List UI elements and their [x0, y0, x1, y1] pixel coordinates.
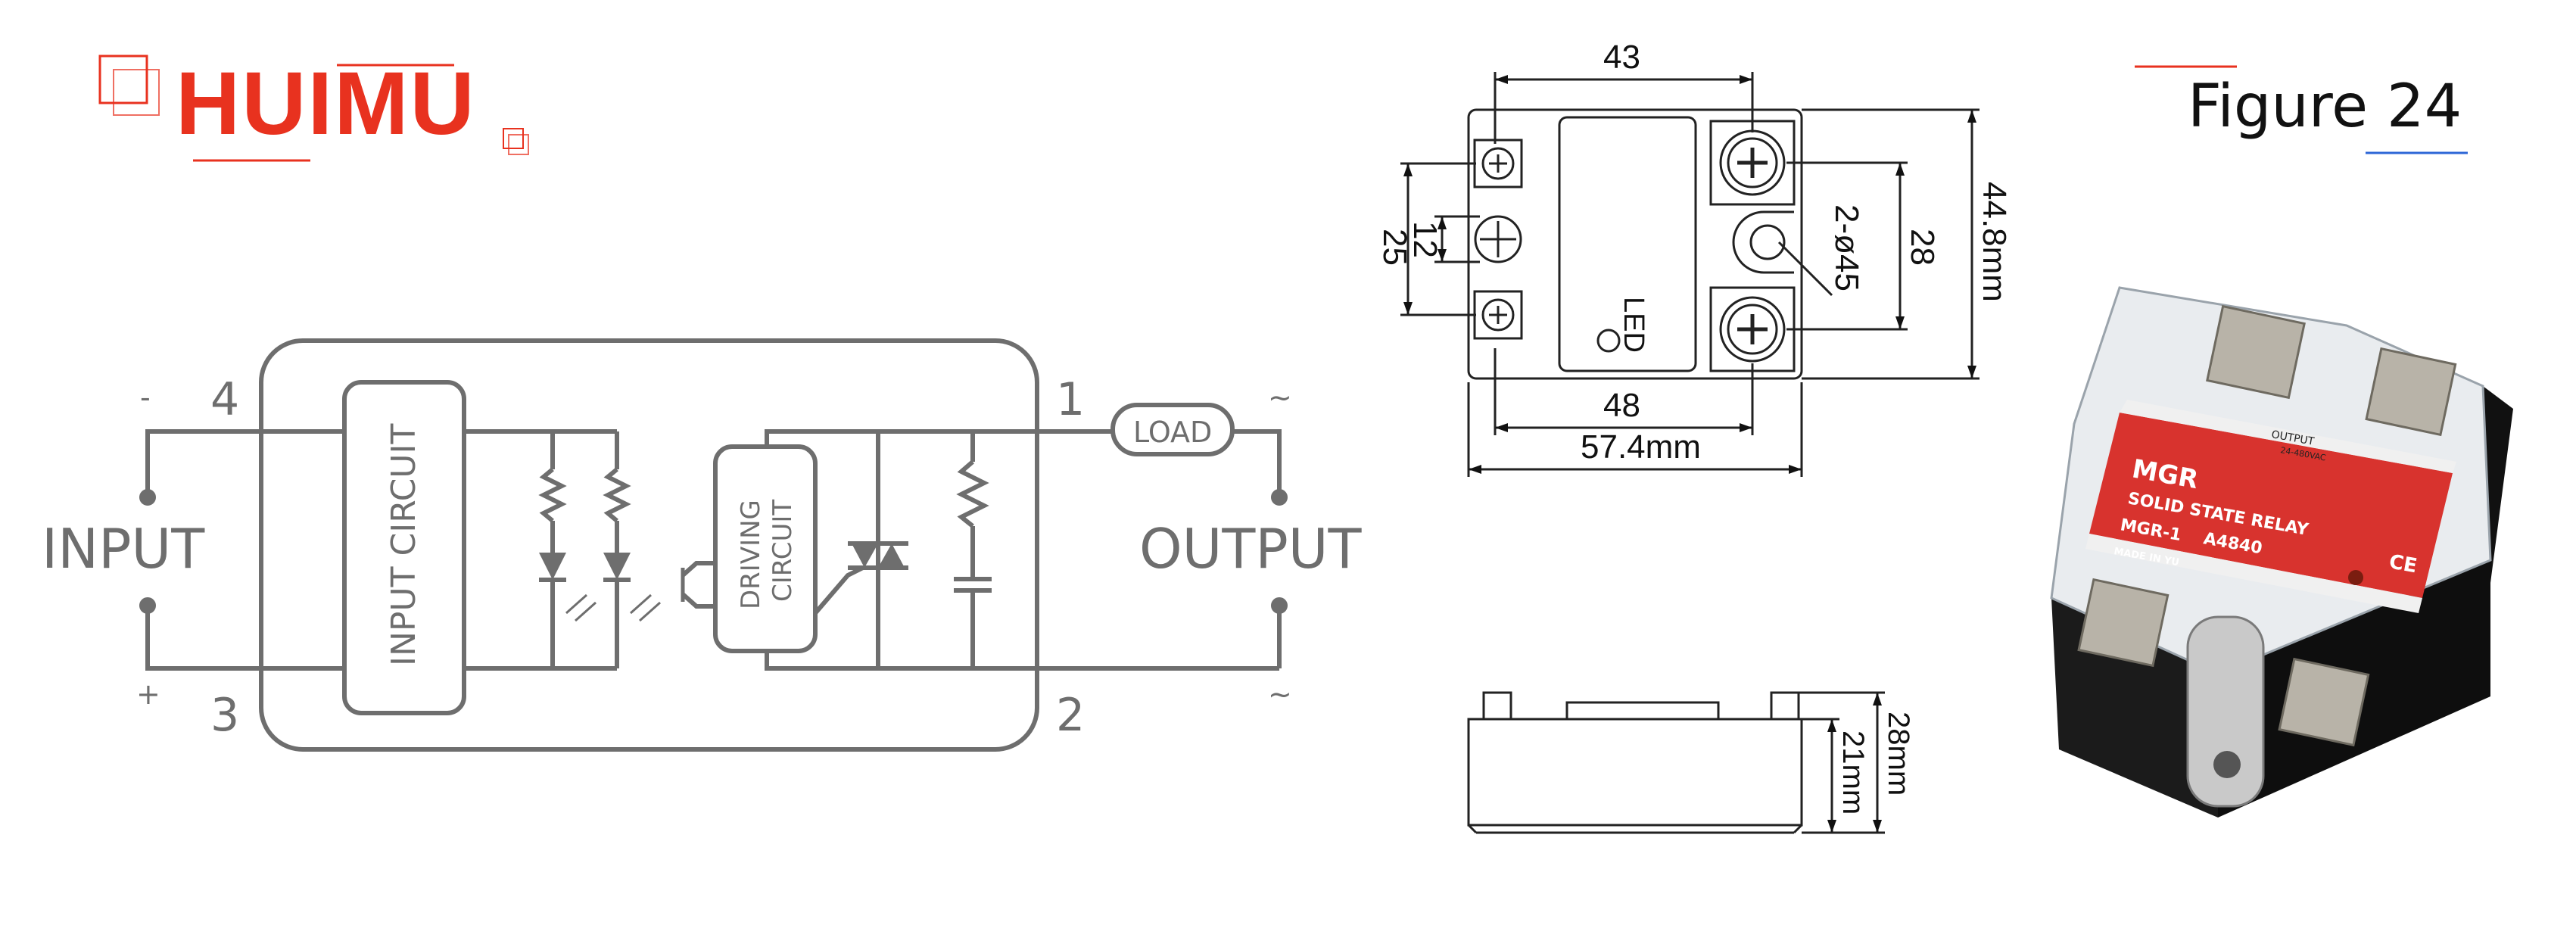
hole-spec: 2-ø45 [1828, 204, 1865, 291]
dim-21mm: 21mm [1836, 730, 1870, 815]
side-view-drawing: 21mm 28mm [1467, 691, 1915, 834]
ac-bottom: ~ [1268, 677, 1292, 711]
polarity-minus: - [140, 381, 151, 414]
title-accent-lines [2135, 65, 2468, 154]
input-circuit-block [342, 380, 466, 715]
photo-ce: CE [2388, 550, 2419, 578]
dim-44-8: 44.8mm [1976, 182, 2013, 302]
side-body-outline [1467, 718, 1803, 827]
driving-circuit-label-1: DRIVING [736, 500, 766, 609]
terminal-2: 2 [1056, 689, 1085, 742]
driving-circuit-label-2: CIRCUIT [768, 500, 798, 602]
relay-housing [259, 338, 1039, 752]
terminal-3: 3 [210, 689, 239, 742]
output-label: OUTPUT [1139, 517, 1362, 581]
ssr-schematic: INPUT OUTPUT INPUT CIRCUIT DRIVING CIRCU… [42, 338, 1362, 752]
dim-25: 25 [1376, 229, 1413, 266]
load-label: LOAD [1133, 416, 1212, 449]
led-label: LED [1618, 297, 1649, 353]
polarity-plus: + [136, 677, 160, 711]
figure-title: Figure 24 [2188, 73, 2462, 141]
dim-48: 48 [1603, 387, 1640, 424]
logo-text: HUIMU [176, 54, 476, 154]
brand-logo [0, 0, 575, 174]
input-label: INPUT [42, 517, 205, 581]
ac-top: ~ [1268, 381, 1292, 414]
terminal-1: 1 [1056, 373, 1085, 426]
dim-28mm: 28mm [1882, 712, 1915, 796]
input-circuit-label: INPUT CIRCUIT [385, 424, 423, 666]
logo-squares-icon [98, 55, 529, 162]
terminal-4: 4 [210, 373, 239, 426]
dim-28: 28 [1904, 229, 1941, 266]
dim-43: 43 [1603, 39, 1640, 76]
dim-57-4: 57.4mm [1581, 428, 1701, 466]
dim-12: 12 [1406, 221, 1444, 258]
relay-body-outline [1467, 108, 1803, 380]
product-photo: MGR SOLID STATE RELAY MGR-1 A4840 MADE I… [2050, 286, 2513, 818]
top-view-drawing: 43 48 57.4mm 25 12 2-ø45 28 44.8mm LED [1376, 39, 2013, 477]
